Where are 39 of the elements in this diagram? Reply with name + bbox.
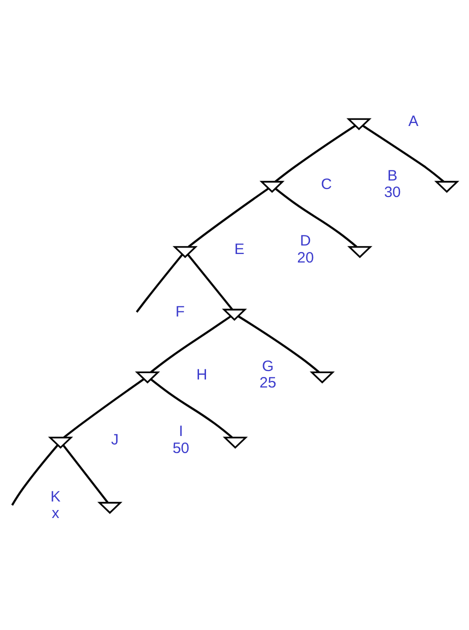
- node-label: I: [178, 422, 184, 440]
- node-label: E: [234, 240, 244, 258]
- connector: [150, 378, 233, 438]
- node-triangle: [222, 436, 248, 448]
- node-triangle: [310, 371, 335, 384]
- connector: [187, 254, 234, 310]
- connector: [63, 378, 145, 438]
- connector: [238, 314, 320, 372]
- node-triangle: [347, 246, 372, 258]
- node-label: K: [50, 488, 61, 505]
- node-label: x: [52, 504, 60, 522]
- node-triangle: [134, 371, 160, 384]
- node-label: H: [196, 366, 208, 383]
- node-label: J: [111, 431, 119, 448]
- node-triangle: [346, 118, 372, 130]
- node-label: D: [300, 232, 311, 250]
- connector: [62, 444, 109, 503]
- node-label: C: [320, 175, 332, 192]
- node-label: 25: [260, 374, 276, 392]
- node-label: F: [176, 303, 185, 320]
- node-triangle: [97, 501, 122, 514]
- node-label: A: [408, 112, 418, 130]
- node-label: 50: [172, 439, 190, 456]
- connector: [274, 124, 356, 182]
- connector: [150, 315, 232, 372]
- connector: [136, 253, 184, 312]
- connector: [274, 187, 358, 248]
- node-label: G: [262, 358, 274, 375]
- connector: [188, 187, 270, 248]
- node-triangle: [48, 436, 74, 448]
- node-label: 20: [297, 248, 314, 266]
- node-triangle: [172, 246, 198, 258]
- connector: [362, 124, 444, 182]
- node-triangle: [260, 180, 285, 192]
- node-triangle: [434, 180, 460, 192]
- node-label: B: [387, 166, 398, 184]
- connector: [11, 444, 58, 506]
- node-label: 30: [384, 184, 401, 201]
- node-triangle: [222, 308, 247, 320]
